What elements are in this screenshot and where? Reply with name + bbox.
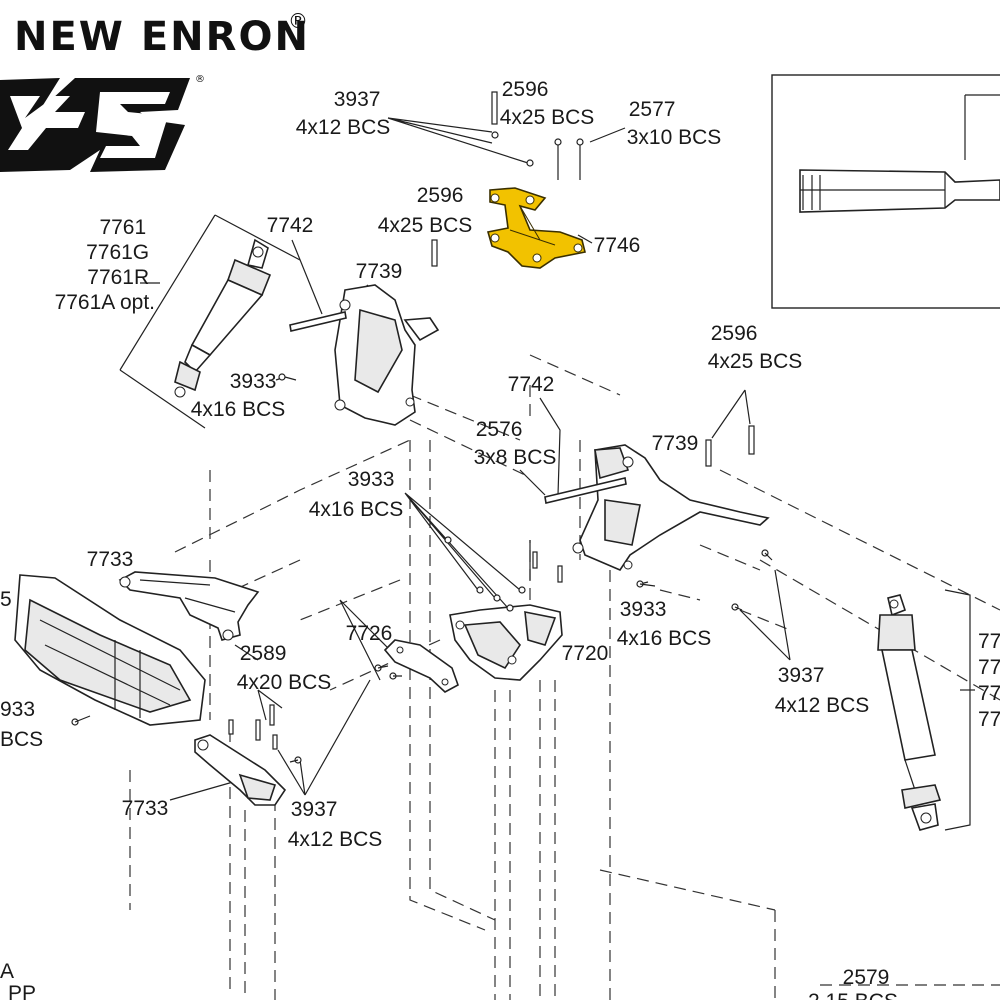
label-2596-c: 2596 4x25 BCS [708, 322, 803, 373]
part-labels: 3937 4x12 BCS 2596 4x25 BCS 2577 3x10 BC… [0, 78, 1000, 1000]
label-7761: 7761 7761G 7761R 7761A opt. [55, 216, 155, 314]
bumper-mount-upper[interactable] [118, 571, 260, 641]
assembly-guide-lines [109, 354, 1000, 1000]
label-edge-pp: PP [8, 982, 36, 1000]
label-2577: 2577 3x10 BCS [627, 98, 722, 149]
label-2596-a: 2596 4x25 BCS [500, 78, 595, 129]
label-edge-5: 5 [0, 588, 12, 611]
logo: ® [0, 74, 205, 172]
label-7739-b: 7739 [652, 432, 699, 455]
screws[interactable] [71, 91, 773, 764]
hinge-pins[interactable] [289, 311, 627, 504]
label-edge-77: 77 77 77 77 [978, 630, 1000, 731]
brand-registered-mark: ® [288, 9, 308, 33]
label-7742-a: 7742 [267, 214, 314, 237]
label-7733-a: 7733 [87, 548, 134, 571]
label-3937-b: 3937 4x12 BCS [775, 664, 870, 717]
label-3933-d: 933 BCS [0, 698, 43, 751]
label-7746: 7746 [594, 234, 641, 257]
bumper-mount-lower[interactable] [194, 734, 287, 806]
brand-title: NEW ENRON [14, 14, 310, 60]
plate-7726[interactable] [383, 639, 459, 693]
label-2576: 2576 3x8 BCS [474, 418, 557, 469]
label-3937-c: 3937 4x12 BCS [288, 798, 383, 851]
label-3937-a: 3937 4x12 BCS [296, 88, 391, 139]
label-2596-b: 2596 4x25 BCS [378, 184, 473, 237]
shock-tower-mount-right[interactable] [572, 444, 770, 571]
label-3933-b: 3933 4x16 BCS [309, 468, 404, 521]
label-bottom-cut: 2 15 BCS [808, 990, 898, 1000]
label-edge-a: A [0, 960, 14, 983]
label-2579: 2579 [843, 966, 890, 989]
label-7742-b: 7742 [508, 373, 555, 396]
front-bumper[interactable] [14, 574, 206, 726]
label-7733-b: 7733 [122, 797, 169, 820]
label-7739-a: 7739 [356, 260, 403, 283]
shock-absorber-left[interactable] [174, 238, 272, 398]
label-7726: 7726 [346, 622, 393, 645]
shock-absorber-right[interactable] [877, 594, 942, 831]
logo-mark: ® [195, 74, 205, 85]
part-7746-highlighted[interactable] [486, 187, 586, 269]
shock-tower-mount-left[interactable] [334, 284, 440, 426]
label-2589: 2589 4x20 BCS [237, 642, 332, 694]
bulkhead-7720[interactable] [449, 604, 563, 681]
label-3933-c: 3933 4x16 BCS [617, 598, 712, 650]
label-7720: 7720 [562, 642, 609, 665]
inset-detail-box [771, 74, 1000, 309]
label-3933-a: 3933 4x16 BCS [191, 370, 286, 421]
